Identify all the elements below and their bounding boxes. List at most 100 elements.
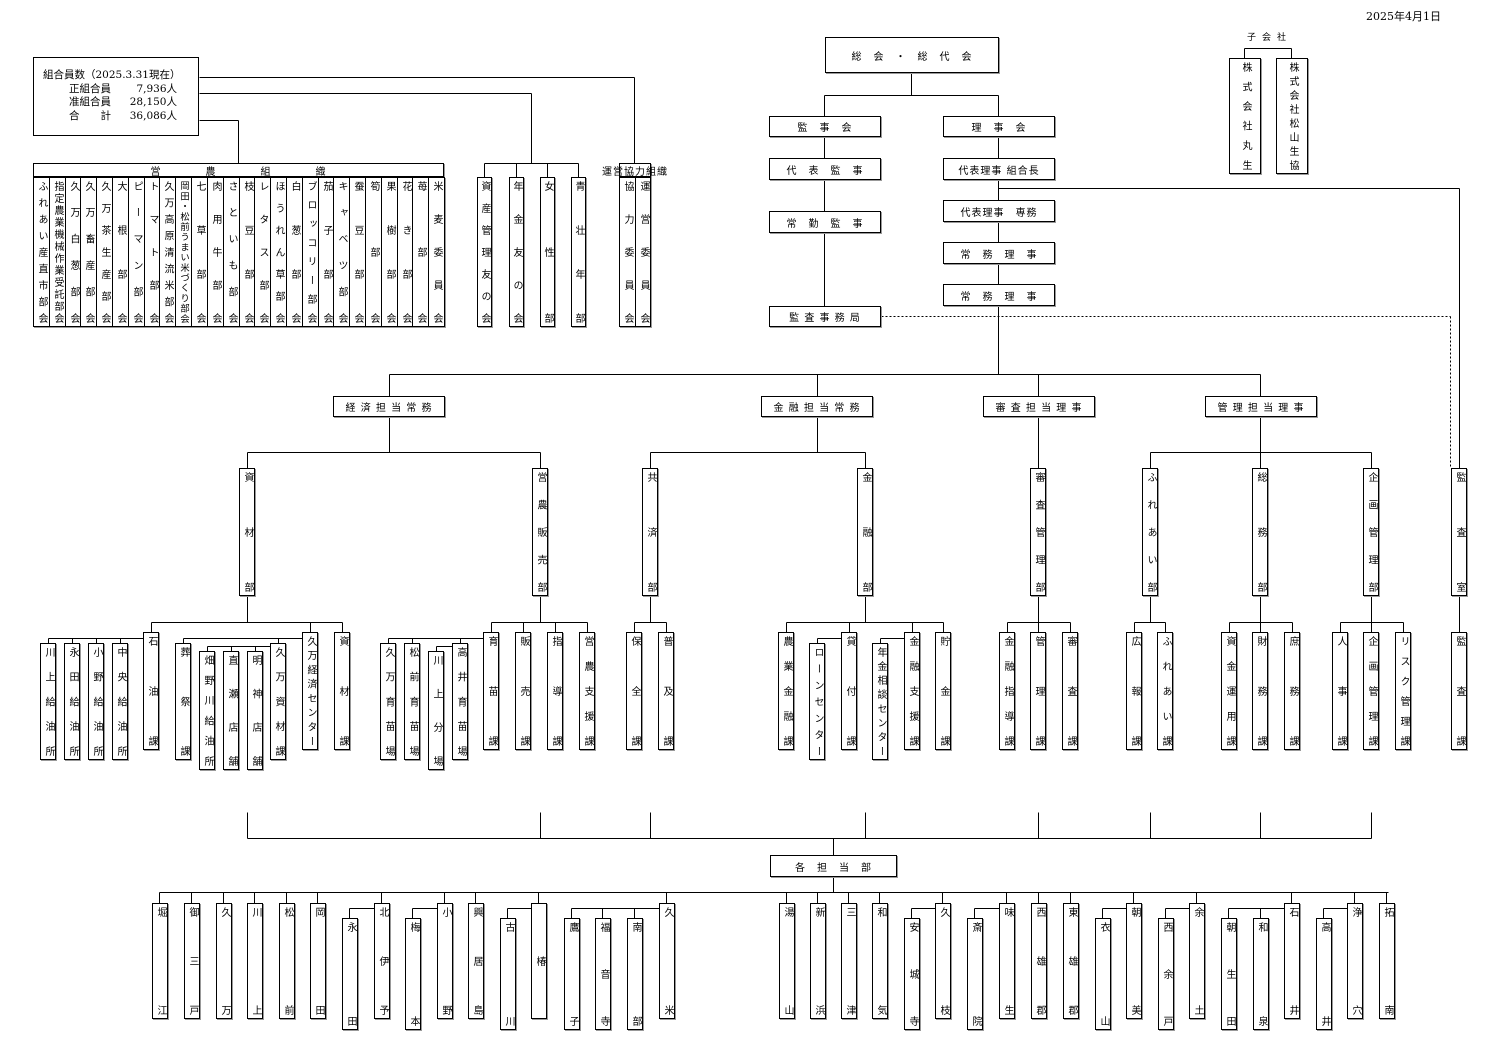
department-box: 資材部 [239, 468, 255, 596]
section-box: 久万経済センター [302, 632, 318, 750]
branch-box: 味生 [999, 903, 1015, 1019]
department-box: 営農販売部 [532, 468, 548, 596]
section-box: 久万育苗場 [380, 643, 396, 760]
branch-box: 久万 [216, 903, 232, 1019]
section-box: 保全課 [626, 632, 642, 750]
branch-box: 久枝 [935, 903, 951, 1019]
farming-group-box: 白葱部会 [286, 177, 303, 327]
section-box: 直瀬店舗 [223, 651, 239, 770]
farming-group-box: 指定農業機械作業受託部会 [49, 177, 66, 327]
subsidiary-box: 株式会社松山生協 [1276, 58, 1308, 174]
department-box: 総務部 [1252, 468, 1268, 596]
branch-box: 浄穴 [1347, 903, 1363, 1019]
membership-associate-row: 准組合員 28,150人 [43, 96, 198, 110]
section-box: 貸付課 [841, 632, 857, 750]
branch-box: 新浜 [810, 903, 826, 1019]
section-box: 金融指導課 [999, 632, 1015, 750]
section-box: 広報課 [1126, 632, 1142, 750]
general-assembly-box: 総 会 ・ 総 代 会 [825, 37, 999, 73]
branch-box: 椿 [531, 903, 547, 1019]
sub-branch-box: 朝生田 [1221, 918, 1237, 1030]
farming-group-box: 七草部会 [191, 177, 208, 327]
branch-box: 朝美 [1126, 903, 1142, 1019]
section-box: 畑野川給油所 [199, 651, 215, 770]
branch-box: 西雄郡 [1031, 903, 1047, 1019]
farming-group-box: さといも部会 [223, 177, 240, 327]
section-box: 普及課 [658, 632, 674, 750]
section-box: 中央給油所 [112, 643, 128, 760]
farming-group-box: ピーマン部会 [128, 177, 145, 327]
section-box: ふれあい課 [1157, 632, 1173, 750]
farming-group-box: 枝豆部会 [239, 177, 255, 327]
farming-group-box: 果樹部会 [381, 177, 398, 327]
farming-group-box: ブロッコリー部会 [302, 177, 319, 327]
section-box: 久万資材課 [270, 643, 286, 760]
membership-regular-row: 正組合員 7,936人 [43, 83, 198, 97]
farming-group-box: キャベツ部会 [333, 177, 350, 327]
sub-branch-box: 南部 [627, 918, 643, 1030]
branch-box: 北伊予 [374, 903, 390, 1019]
total-count: 36,086人 [129, 109, 177, 122]
division-box: 審 査 担 当 理 事 [983, 396, 1095, 417]
farming-group-box: 大根部会 [112, 177, 129, 327]
farming-group-box: 蚕豆部会 [349, 177, 366, 327]
director-box: 代表理事 専務 [943, 200, 1055, 222]
regular-count: 7,936人 [136, 82, 177, 95]
branch-box: 小野 [437, 903, 453, 1019]
farming-group-box: 久万畜産部会 [80, 177, 97, 327]
cooperation-group-box: 運営委員会 [635, 177, 651, 327]
section-box: 財務課 [1252, 632, 1268, 750]
farming-group-box: トマト部会 [144, 177, 160, 327]
farming-group-box: 久万茶生産部会 [96, 177, 113, 327]
section-box: 小野給油所 [88, 643, 104, 760]
auditor-box: 監 事 会 [769, 116, 881, 137]
section-box: ローンセンター [809, 643, 825, 760]
section-box: 川上分場 [428, 651, 444, 770]
branch-box: 松前 [279, 903, 295, 1019]
department-box: 監査室 [1451, 468, 1467, 596]
director-box: 常 務 理 事 [943, 242, 1055, 264]
branch-box: 岡田 [310, 903, 326, 1019]
branch-box: 東雄郡 [1063, 903, 1079, 1019]
membership-summary: 組合員数（2025.3.31現在） 正組合員 7,936人 准組合員 28,15… [33, 57, 199, 136]
section-box: リスク管理課 [1395, 632, 1411, 750]
auditor-box: 監 査 事 務 局 [769, 306, 881, 327]
branch-box: 三津 [841, 903, 857, 1019]
section-box: 監査課 [1451, 632, 1467, 750]
section-box: 資材課 [334, 632, 350, 750]
section-box: 管理課 [1030, 632, 1046, 750]
section-box: 指導課 [547, 632, 563, 750]
section-box: 販売課 [515, 632, 531, 750]
branch-box: 川上 [247, 903, 263, 1019]
member-group-box: 女性部 [540, 177, 555, 327]
farming-org-header: 営 農 組 織 [33, 163, 444, 178]
section-box: 永田給油所 [64, 643, 80, 760]
auditor-box: 代 表 監 事 [769, 158, 881, 180]
section-box: 育苗課 [483, 632, 499, 750]
section-box: 庶務課 [1284, 632, 1300, 750]
director-box: 常 務 理 事 [943, 284, 1055, 306]
sub-branch-box: 安城寺 [904, 918, 920, 1030]
sub-branch-box: 高井 [1316, 918, 1332, 1030]
farming-group-box: 岡田・松前うまい米づくり部会 [175, 177, 192, 327]
branch-box: 拓南 [1379, 903, 1395, 1019]
cooperation-group-box: 協力委員会 [619, 177, 636, 327]
branch-box: 興居島 [468, 903, 484, 1019]
department-box: ふれあい部 [1142, 468, 1158, 596]
farming-group-box: レタス部会 [254, 177, 271, 327]
branch-box: 御三戸 [184, 903, 200, 1019]
sub-branch-box: 福音寺 [595, 918, 611, 1030]
regular-label: 正組合員 [69, 82, 111, 95]
branch-box: 久米 [659, 903, 675, 1019]
section-box: 営農支援課 [579, 632, 595, 750]
subsidiary-box: 株式会社丸生 [1229, 58, 1261, 174]
total-label: 合 計 [69, 109, 111, 122]
section-box: 金融支援課 [904, 632, 920, 750]
section-box: 貯金課 [935, 632, 951, 750]
branch-box: 余土 [1189, 903, 1205, 1019]
farming-group-box: 茄子部会 [318, 177, 334, 327]
department-box: 審査管理部 [1030, 468, 1046, 596]
auditor-box: 常 勤 監 事 [769, 211, 881, 233]
